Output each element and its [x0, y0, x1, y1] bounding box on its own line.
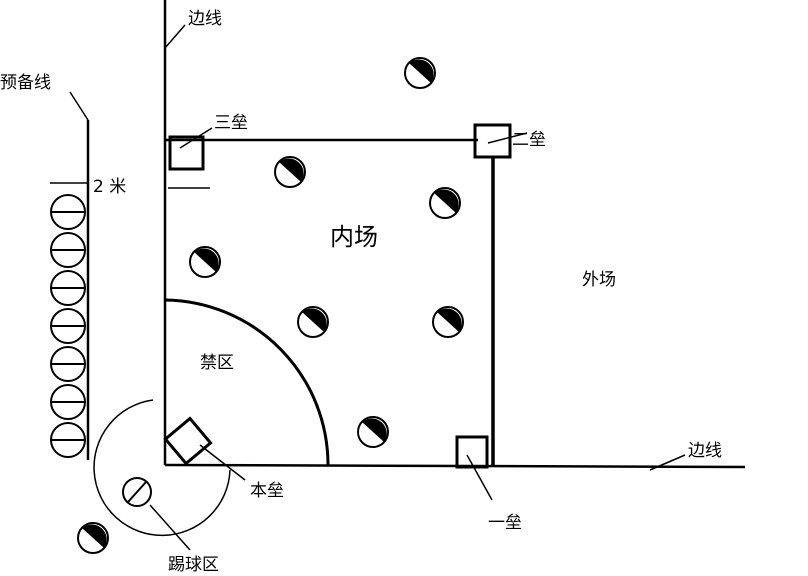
- waiting-player: [50, 232, 86, 268]
- reserve-label-pointer: [69, 91, 89, 121]
- second-base-pointer: [487, 132, 528, 144]
- waiting-player: [50, 270, 86, 306]
- sideline-right-pointer: [649, 454, 686, 471]
- kick-zone-pointer: [149, 504, 191, 551]
- waiting-players: [50, 194, 152, 507]
- waiting-player: [50, 346, 86, 382]
- sideline-top-pointer: [164, 24, 186, 49]
- fielder: [77, 522, 109, 554]
- waiting-player: [50, 308, 86, 344]
- label-two-meters: 2 米: [93, 177, 126, 197]
- label-sideline-right: 边线: [688, 441, 722, 461]
- bottom-sideline: [164, 463, 746, 469]
- label-second-base: 二垒: [512, 130, 546, 150]
- first-base[interactable]: [455, 435, 489, 469]
- second-base[interactable]: [473, 123, 512, 159]
- kicker: [122, 477, 152, 507]
- home-base-pointer: [199, 444, 246, 481]
- kick-zone-circle: [93, 399, 231, 537]
- restricted-arc: [164, 298, 330, 466]
- fielder: [357, 416, 389, 448]
- first-base-pointer: [466, 454, 493, 501]
- fielder: [429, 187, 461, 219]
- fielder: [274, 156, 306, 188]
- label-home-base: 本垒: [250, 481, 284, 501]
- label-restricted-zone: 禁区: [200, 353, 234, 373]
- fielder: [432, 306, 464, 338]
- label-first-base: 一垒: [488, 513, 522, 533]
- label-third-base: 三垒: [214, 113, 248, 133]
- fielder: [404, 57, 436, 89]
- label-infield: 内场: [330, 223, 378, 251]
- label-reserve-line: 预备线: [0, 73, 51, 93]
- waiting-player: [50, 422, 86, 458]
- third-base-pointer: [179, 127, 213, 149]
- fielder: [297, 306, 329, 338]
- third-base[interactable]: [168, 135, 205, 171]
- waiting-player: [50, 194, 86, 230]
- fielder: [189, 246, 221, 278]
- label-kick-zone: 踢球区: [168, 555, 219, 575]
- waiting-player: [50, 384, 86, 420]
- label-sideline-top: 边线: [188, 9, 222, 29]
- home-base[interactable]: [163, 416, 213, 466]
- label-outfield: 外场: [582, 270, 616, 290]
